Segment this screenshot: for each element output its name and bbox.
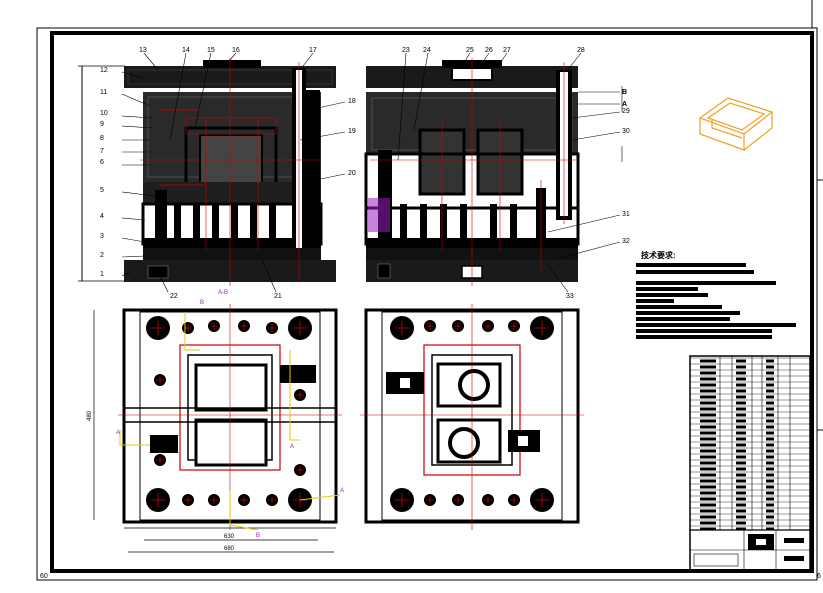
- callout-15: 15: [207, 47, 215, 54]
- callout-29: 29: [622, 108, 630, 115]
- callout-1: 1: [100, 271, 104, 278]
- callout-26: 26: [485, 47, 493, 54]
- dim-plan-height: 480: [87, 410, 93, 421]
- callout-21: 21: [274, 293, 282, 300]
- callout-28: 28: [577, 47, 585, 54]
- callout-8: 8: [100, 135, 104, 142]
- callout-20: 20: [348, 170, 356, 177]
- dim-plan-width-inner: 630: [224, 534, 235, 540]
- plan-view-left: B A A B A A-B 630 680 480: [87, 290, 344, 553]
- section-mark-a: A: [622, 101, 627, 108]
- callout-25: 25: [466, 47, 474, 54]
- callout-17: 17: [309, 47, 317, 54]
- callout-27: 27: [503, 47, 511, 54]
- callout-2: 2: [100, 252, 104, 259]
- callout-11: 11: [100, 89, 107, 96]
- sheet-label-right: 6: [817, 573, 821, 580]
- callout-19: 19: [348, 128, 356, 135]
- callout-6: 6: [100, 159, 104, 166]
- callout-12: 12: [100, 67, 108, 74]
- technical-requirements: 技术要求:: [636, 250, 796, 339]
- callout-5: 5: [100, 187, 104, 194]
- section-view-left: 13 14 15 16 17 12 11 10 9 8 7 6 5 4 3 2 …: [78, 47, 356, 300]
- callout-31: 31: [622, 211, 630, 218]
- callout-14: 14: [182, 47, 190, 54]
- tech-requirements-title: 技术要求:: [641, 250, 676, 260]
- svg-text:A-B: A-B: [218, 290, 228, 296]
- svg-text:A: A: [290, 444, 294, 450]
- callout-18: 18: [348, 98, 356, 105]
- callout-10: 10: [100, 110, 108, 117]
- svg-text:B: B: [200, 300, 204, 306]
- callout-9: 9: [100, 121, 104, 128]
- svg-text:B: B: [256, 533, 260, 539]
- inner-sheet-frame: [50, 31, 814, 573]
- svg-text:A: A: [340, 488, 344, 494]
- callout-3: 3: [100, 233, 104, 240]
- section-view-right: 23 24 25 26 27 28 29 30 31 32 33 B A: [364, 47, 630, 300]
- dim-plan-width-outer: 680: [224, 546, 235, 552]
- isometric-part-view: [698, 97, 774, 151]
- callout-7: 7: [100, 148, 104, 155]
- callout-33: 33: [566, 293, 574, 300]
- callout-23: 23: [402, 47, 410, 54]
- callout-24: 24: [423, 47, 431, 54]
- callout-4: 4: [100, 213, 104, 220]
- sheet-label-left: 60: [40, 573, 48, 580]
- callout-32: 32: [622, 238, 630, 245]
- callout-13: 13: [139, 47, 147, 54]
- parts-list-title-block: [689, 355, 811, 571]
- plan-view-right: [360, 304, 584, 530]
- svg-text:A: A: [116, 430, 120, 436]
- callout-30: 30: [622, 128, 630, 135]
- callout-22: 22: [170, 293, 178, 300]
- callout-16: 16: [232, 47, 240, 54]
- section-mark-b: B: [622, 89, 627, 96]
- outer-sheet-frame: [36, 27, 818, 581]
